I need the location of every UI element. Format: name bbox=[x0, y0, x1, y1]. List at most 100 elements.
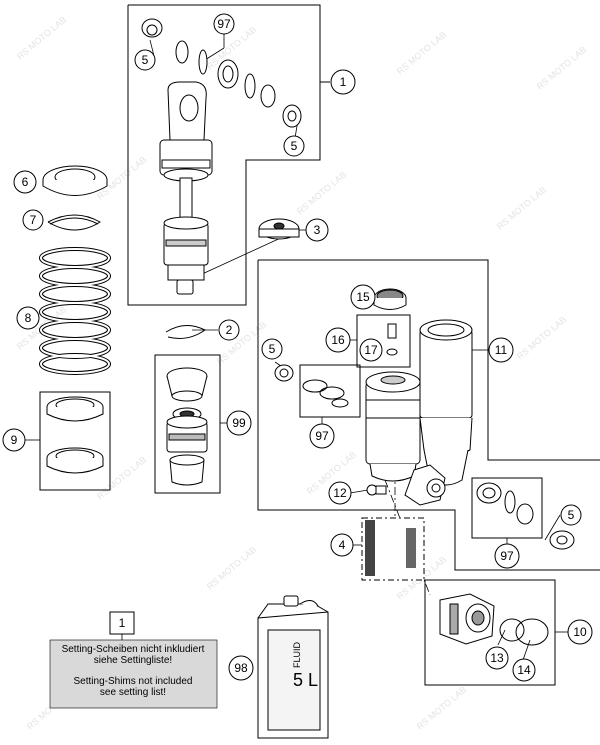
upper-body-ring bbox=[161, 159, 211, 169]
svg-text:97: 97 bbox=[315, 429, 329, 443]
group-outline-10 bbox=[424, 579, 556, 686]
callout-3: 3 bbox=[305, 218, 329, 242]
svg-text:5: 5 bbox=[568, 508, 575, 522]
bushing-set-97a bbox=[175, 40, 302, 128]
svg-text:6: 6 bbox=[22, 175, 29, 189]
svg-text:11: 11 bbox=[495, 343, 508, 357]
group-outline-99 bbox=[154, 354, 221, 494]
leader-line bbox=[522, 639, 531, 661]
note-box: Setting-Scheiben nicht inkludiert siehe … bbox=[49, 633, 218, 709]
can-volume-label: 5 L bbox=[293, 670, 318, 690]
spring-parts bbox=[39, 165, 111, 474]
circlip-part bbox=[165, 325, 206, 339]
callout-6: 6 bbox=[13, 170, 37, 194]
svg-text:1: 1 bbox=[340, 75, 347, 89]
bump-rubber-part bbox=[166, 367, 208, 402]
leader-lines bbox=[25, 34, 568, 661]
bushing-set-97c bbox=[476, 482, 534, 525]
callout-layer: 97 5 1 5 6 7 3 8 2 15 16 17 5 11 9 99 97… bbox=[2, 13, 593, 682]
svg-text:14: 14 bbox=[517, 663, 531, 677]
callout-97c: 97 bbox=[494, 543, 520, 569]
svg-text:5: 5 bbox=[291, 139, 298, 153]
reservoir-cap-part bbox=[373, 288, 407, 310]
lower-body-top bbox=[163, 216, 209, 230]
watermark-text: RS MOTO LAB bbox=[415, 684, 468, 731]
callout-10: 10 bbox=[567, 619, 593, 645]
cup-part bbox=[169, 454, 205, 486]
screw-part bbox=[366, 484, 387, 496]
compression-adjuster-parts bbox=[439, 593, 549, 646]
main-shock-parts bbox=[141, 18, 302, 295]
svg-text:8: 8 bbox=[25, 311, 32, 325]
leader-line bbox=[349, 489, 369, 494]
shock-housing bbox=[419, 319, 473, 486]
callout-5c: 5 bbox=[261, 338, 283, 360]
svg-text:97: 97 bbox=[217, 17, 231, 31]
callout-13: 13 bbox=[485, 646, 509, 670]
svg-text:10: 10 bbox=[573, 625, 587, 639]
preload-nut-upper bbox=[46, 396, 104, 422]
watermark-text: RS MOTO LAB bbox=[205, 544, 258, 591]
svg-text:3: 3 bbox=[314, 223, 321, 237]
callout-98: 98 bbox=[228, 655, 254, 681]
bridge-bolt-hole bbox=[431, 483, 441, 493]
group-outline-main-shock bbox=[127, 4, 321, 306]
can-brand-label: FLUID bbox=[292, 641, 302, 668]
reservoir-body bbox=[365, 371, 421, 482]
valve-part bbox=[386, 323, 398, 356]
group-outline-reservoir bbox=[258, 259, 600, 461]
spring-retainer-part bbox=[42, 165, 108, 196]
callout-14: 14 bbox=[512, 658, 536, 682]
watermark-text: RS MOTO LAB bbox=[495, 184, 548, 231]
svg-text:1: 1 bbox=[119, 616, 126, 630]
svg-text:2: 2 bbox=[226, 323, 233, 337]
top-seal-part bbox=[146, 24, 158, 36]
fluid-can: FLUID 5 L bbox=[257, 595, 329, 739]
svg-text:4: 4 bbox=[339, 538, 346, 552]
callout-99: 99 bbox=[226, 410, 252, 436]
callout-12: 12 bbox=[328, 481, 352, 505]
seal-part-left bbox=[274, 364, 294, 382]
callout-1: 1 bbox=[330, 69, 356, 95]
group-outline-16 bbox=[356, 314, 411, 368]
leader-line bbox=[497, 629, 506, 646]
shaft bbox=[179, 177, 193, 224]
callout-5b: 5 bbox=[283, 135, 305, 157]
callout-17: 17 bbox=[359, 338, 383, 362]
callout-97a: 97 bbox=[213, 13, 235, 35]
note-line-4: see setting list! bbox=[100, 687, 166, 698]
group-outline-97b bbox=[299, 364, 361, 418]
callout-16: 16 bbox=[325, 327, 351, 353]
watermark-text: RS MOTO LAB bbox=[15, 14, 68, 61]
preload-nut-lower bbox=[46, 447, 104, 474]
watermark-text: RS MOTO LAB bbox=[295, 169, 348, 216]
seal-part-right bbox=[549, 530, 575, 550]
callout-8: 8 bbox=[16, 306, 40, 330]
note-line-2: siehe Settingliste! bbox=[94, 655, 172, 666]
reservoir-parts bbox=[274, 288, 575, 550]
callout-4: 4 bbox=[330, 533, 354, 557]
sticker-part bbox=[361, 517, 425, 581]
svg-text:13: 13 bbox=[490, 651, 504, 665]
svg-text:98: 98 bbox=[234, 661, 248, 675]
svg-text:7: 7 bbox=[30, 213, 37, 227]
callout-97b: 97 bbox=[309, 423, 335, 449]
callout-15: 15 bbox=[350, 284, 376, 310]
svg-text:5: 5 bbox=[142, 53, 149, 67]
o-ring-part-13 bbox=[499, 618, 525, 642]
svg-text:5: 5 bbox=[269, 342, 276, 356]
watermark-text: RS MOTO LAB bbox=[515, 314, 568, 361]
leader-line bbox=[544, 514, 561, 541]
lower-body-bottom bbox=[167, 264, 205, 281]
group-outline-reservoir-bottom bbox=[257, 260, 600, 571]
lower-tip bbox=[176, 279, 194, 295]
watermark-text: RS MOTO LAB bbox=[535, 44, 588, 91]
callout-2: 2 bbox=[218, 319, 240, 341]
callout-9: 9 bbox=[2, 428, 26, 452]
seal-head-part bbox=[166, 407, 208, 453]
bushing-set-97b bbox=[302, 379, 349, 408]
seal-head-parts bbox=[165, 325, 208, 486]
top-eye-hole bbox=[179, 94, 199, 122]
